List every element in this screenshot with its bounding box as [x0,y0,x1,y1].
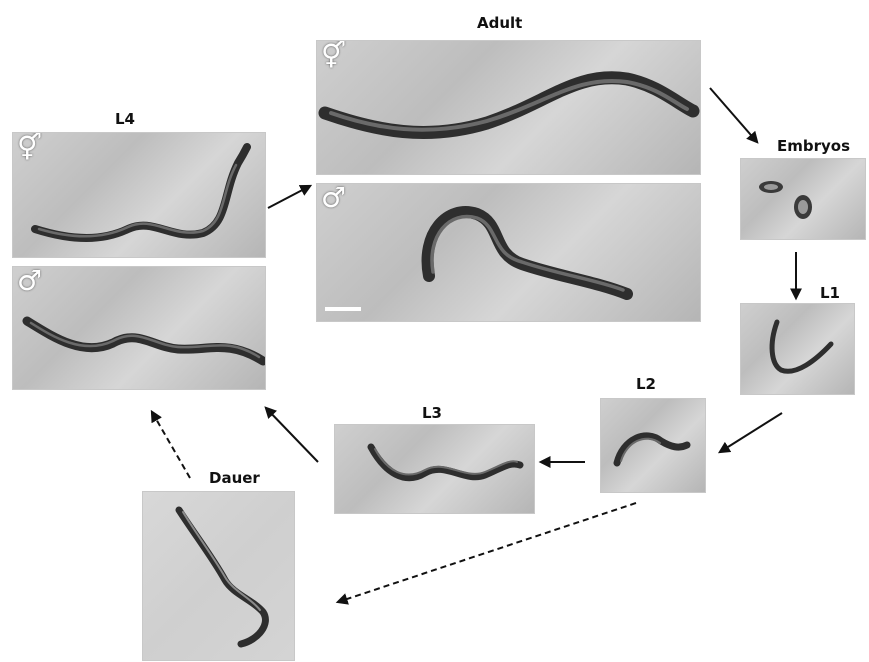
arrow-l1-to-l2 [720,413,782,452]
arrow-l3-to-l4 [266,408,318,462]
arrow-l2-to-dauer [338,503,636,602]
arrow-dauer-to-l4 [152,412,190,478]
arrow-l4-to-adult [268,186,310,208]
arrow-adult-to-embryos [710,88,757,142]
